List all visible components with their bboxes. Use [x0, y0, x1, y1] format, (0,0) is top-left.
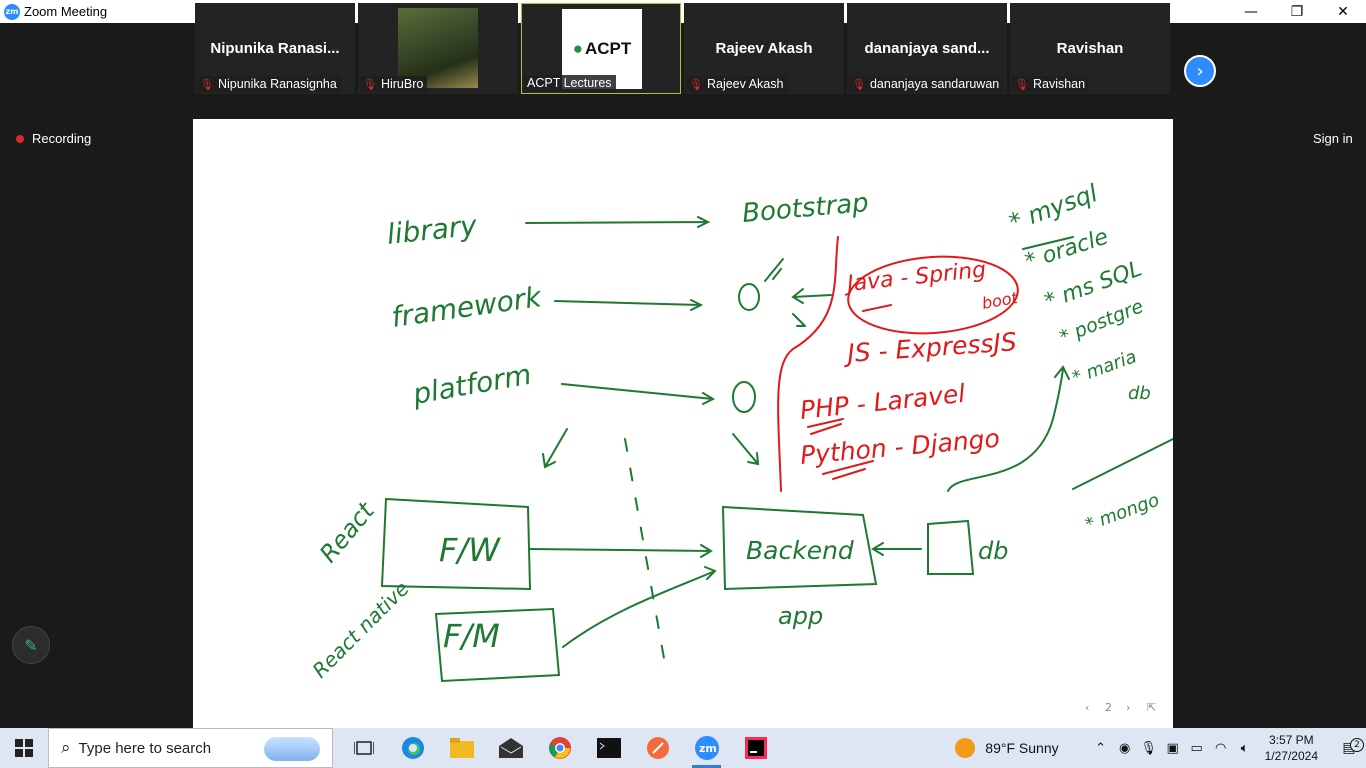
page-next-button: › — [1126, 701, 1130, 714]
zoom-app-icon[interactable]: zm — [682, 728, 731, 768]
windows-taskbar: ⌕ Type here to search zm 89°F Sunny ⌃ ◉ … — [0, 728, 1366, 768]
box-mobile — [434, 607, 561, 683]
close-button[interactable]: ✕ — [1337, 3, 1349, 20]
participant-label: ACPT Lectures — [524, 75, 616, 91]
note-mongo: * mongo — [1083, 490, 1163, 536]
mic-muted-icon: 🎙︎ — [689, 77, 703, 91]
note-mysql: * mysql — [1005, 179, 1101, 237]
note-react-native: React native — [308, 576, 414, 682]
restore-button[interactable]: ❐ — [1290, 3, 1304, 20]
start-button[interactable] — [0, 728, 48, 768]
task-view-icon[interactable] — [339, 728, 388, 768]
mic-muted-icon: 🎙︎ — [200, 77, 214, 91]
window-title: Zoom Meeting — [24, 4, 108, 19]
minimize-button[interactable]: — — [1244, 3, 1258, 20]
whiteboard[interactable]: library Bootstrap framework platform * m… — [193, 119, 1173, 728]
whiteboard-canvas: library Bootstrap framework platform * m… — [308, 179, 1173, 714]
chevron-up-icon[interactable]: ⌃ — [1095, 740, 1107, 756]
windows-logo-icon — [15, 739, 33, 757]
note-fm: F/M — [443, 617, 500, 655]
notification-button[interactable]: ▤ 2 — [1332, 738, 1366, 756]
clock[interactable]: 3:57 PM 1/27/2024 — [1264, 733, 1318, 763]
box-backend — [721, 505, 878, 591]
participant-label: 🎙︎Ravishan — [1012, 76, 1090, 92]
circle-framework — [738, 283, 760, 311]
mic-muted-icon: 🎙︎ — [1015, 77, 1029, 91]
participant-display-name: dananjaya sand... — [864, 40, 990, 57]
note-platform: platform — [410, 358, 534, 411]
participant-label: 🎙︎dananjaya sandaruwan — [849, 76, 1004, 92]
page-prev-button: ‹ — [1085, 701, 1089, 714]
participant-tile[interactable]: Nipunika Ranasi... 🎙︎Nipunika Ranasignha — [195, 3, 355, 94]
circle-platform — [732, 381, 756, 413]
participant-tile[interactable]: dananjaya sand... 🎙︎dananjaya sandaruwan — [847, 3, 1007, 94]
note-bootstrap: Bootstrap — [741, 188, 870, 229]
participant-tile-active[interactable]: ●ACPT ACPT Lectures — [521, 3, 681, 94]
mic-muted-icon: 🎙︎ — [363, 77, 377, 91]
participant-display-name: Nipunika Ranasi... — [210, 40, 340, 57]
intellij-icon[interactable] — [731, 728, 780, 768]
search-icon: ⌕ — [61, 738, 71, 758]
red-divider — [777, 236, 839, 492]
battery-icon[interactable]: ▭ — [1190, 740, 1203, 756]
box-db — [927, 519, 975, 575]
participant-label: 🎙︎Nipunika Ranasignha — [197, 76, 341, 92]
sun-icon — [955, 738, 976, 758]
svg-text:zm: zm — [699, 742, 717, 755]
camera-icon[interactable]: ◉ — [1118, 740, 1131, 756]
page-controls: ‹ 2 › ⇱ — [1085, 701, 1156, 714]
sign-in-link[interactable]: Sign in — [1313, 131, 1353, 146]
taskbar-search[interactable]: ⌕ Type here to search — [48, 728, 333, 768]
page-share-button: ⇱ — [1147, 701, 1156, 714]
arrow-library-bootstrap — [525, 216, 711, 228]
next-participants-button[interactable]: › — [1184, 55, 1216, 87]
file-explorer-icon[interactable] — [437, 728, 486, 768]
screen-share-icon[interactable]: ▣ — [1166, 740, 1179, 756]
recording-dot-icon — [16, 134, 24, 143]
participant-label: 🎙︎HiruBro — [360, 76, 428, 92]
note-oracle: * oracle — [1022, 224, 1111, 274]
postman-icon[interactable] — [633, 728, 682, 768]
note-python-django: Python - Django — [799, 424, 1001, 470]
note-fw: F/W — [439, 531, 501, 569]
mail-icon[interactable] — [486, 728, 535, 768]
recording-indicator[interactable]: Recording — [16, 131, 91, 146]
notification-badge: 2 — [1350, 738, 1364, 752]
participant-label: 🎙︎Rajeev Akash — [686, 76, 788, 92]
mic-muted-icon: 🎙︎ — [852, 77, 866, 91]
system-tray: 89°F Sunny ⌃ ◉ 🎙︎ ▣ ▭ ◠ 🔈︎ 3:57 PM 1/27/… — [955, 728, 1366, 768]
java-circle — [847, 255, 1019, 335]
participant-display-name: Ravishan — [1056, 40, 1124, 57]
participant-display-name: Rajeev Akash — [715, 40, 813, 57]
terminal-icon[interactable] — [584, 728, 633, 768]
arrow-framework — [554, 299, 704, 311]
wifi-icon[interactable]: ◠ — [1214, 740, 1227, 756]
note-db: db — [978, 537, 1008, 565]
edge-icon[interactable] — [388, 728, 437, 768]
note-app: app — [778, 602, 823, 630]
participant-tile[interactable]: Rajeev Akash 🎙︎Rajeev Akash — [684, 3, 844, 94]
participant-video — [398, 8, 478, 88]
page-number: 2 — [1105, 701, 1112, 714]
note-backend: Backend — [746, 536, 854, 565]
participant-tile[interactable]: Ravishan 🎙︎Ravishan — [1010, 3, 1170, 94]
chrome-icon[interactable] — [535, 728, 584, 768]
participant-tile[interactable]: 🎙︎HiruBro — [358, 3, 518, 94]
note-maria-db: db — [1128, 383, 1151, 404]
note-php-laravel: PHP - Laravel — [799, 379, 967, 425]
annotate-pen-button[interactable]: ✎ — [12, 626, 50, 664]
weather-text[interactable]: 89°F Sunny — [985, 740, 1059, 756]
arrow-platform — [561, 383, 716, 405]
microphone-icon[interactable]: 🎙︎ — [1140, 740, 1157, 756]
note-framework: framework — [389, 280, 545, 334]
volume-muted-icon[interactable]: 🔈︎ — [1240, 740, 1249, 756]
zoom-logo-icon: zm — [4, 3, 20, 20]
note-react: React — [314, 496, 381, 568]
weather-cloud-icon — [264, 737, 320, 761]
note-library: library — [385, 209, 478, 251]
box-frontend — [380, 497, 532, 591]
